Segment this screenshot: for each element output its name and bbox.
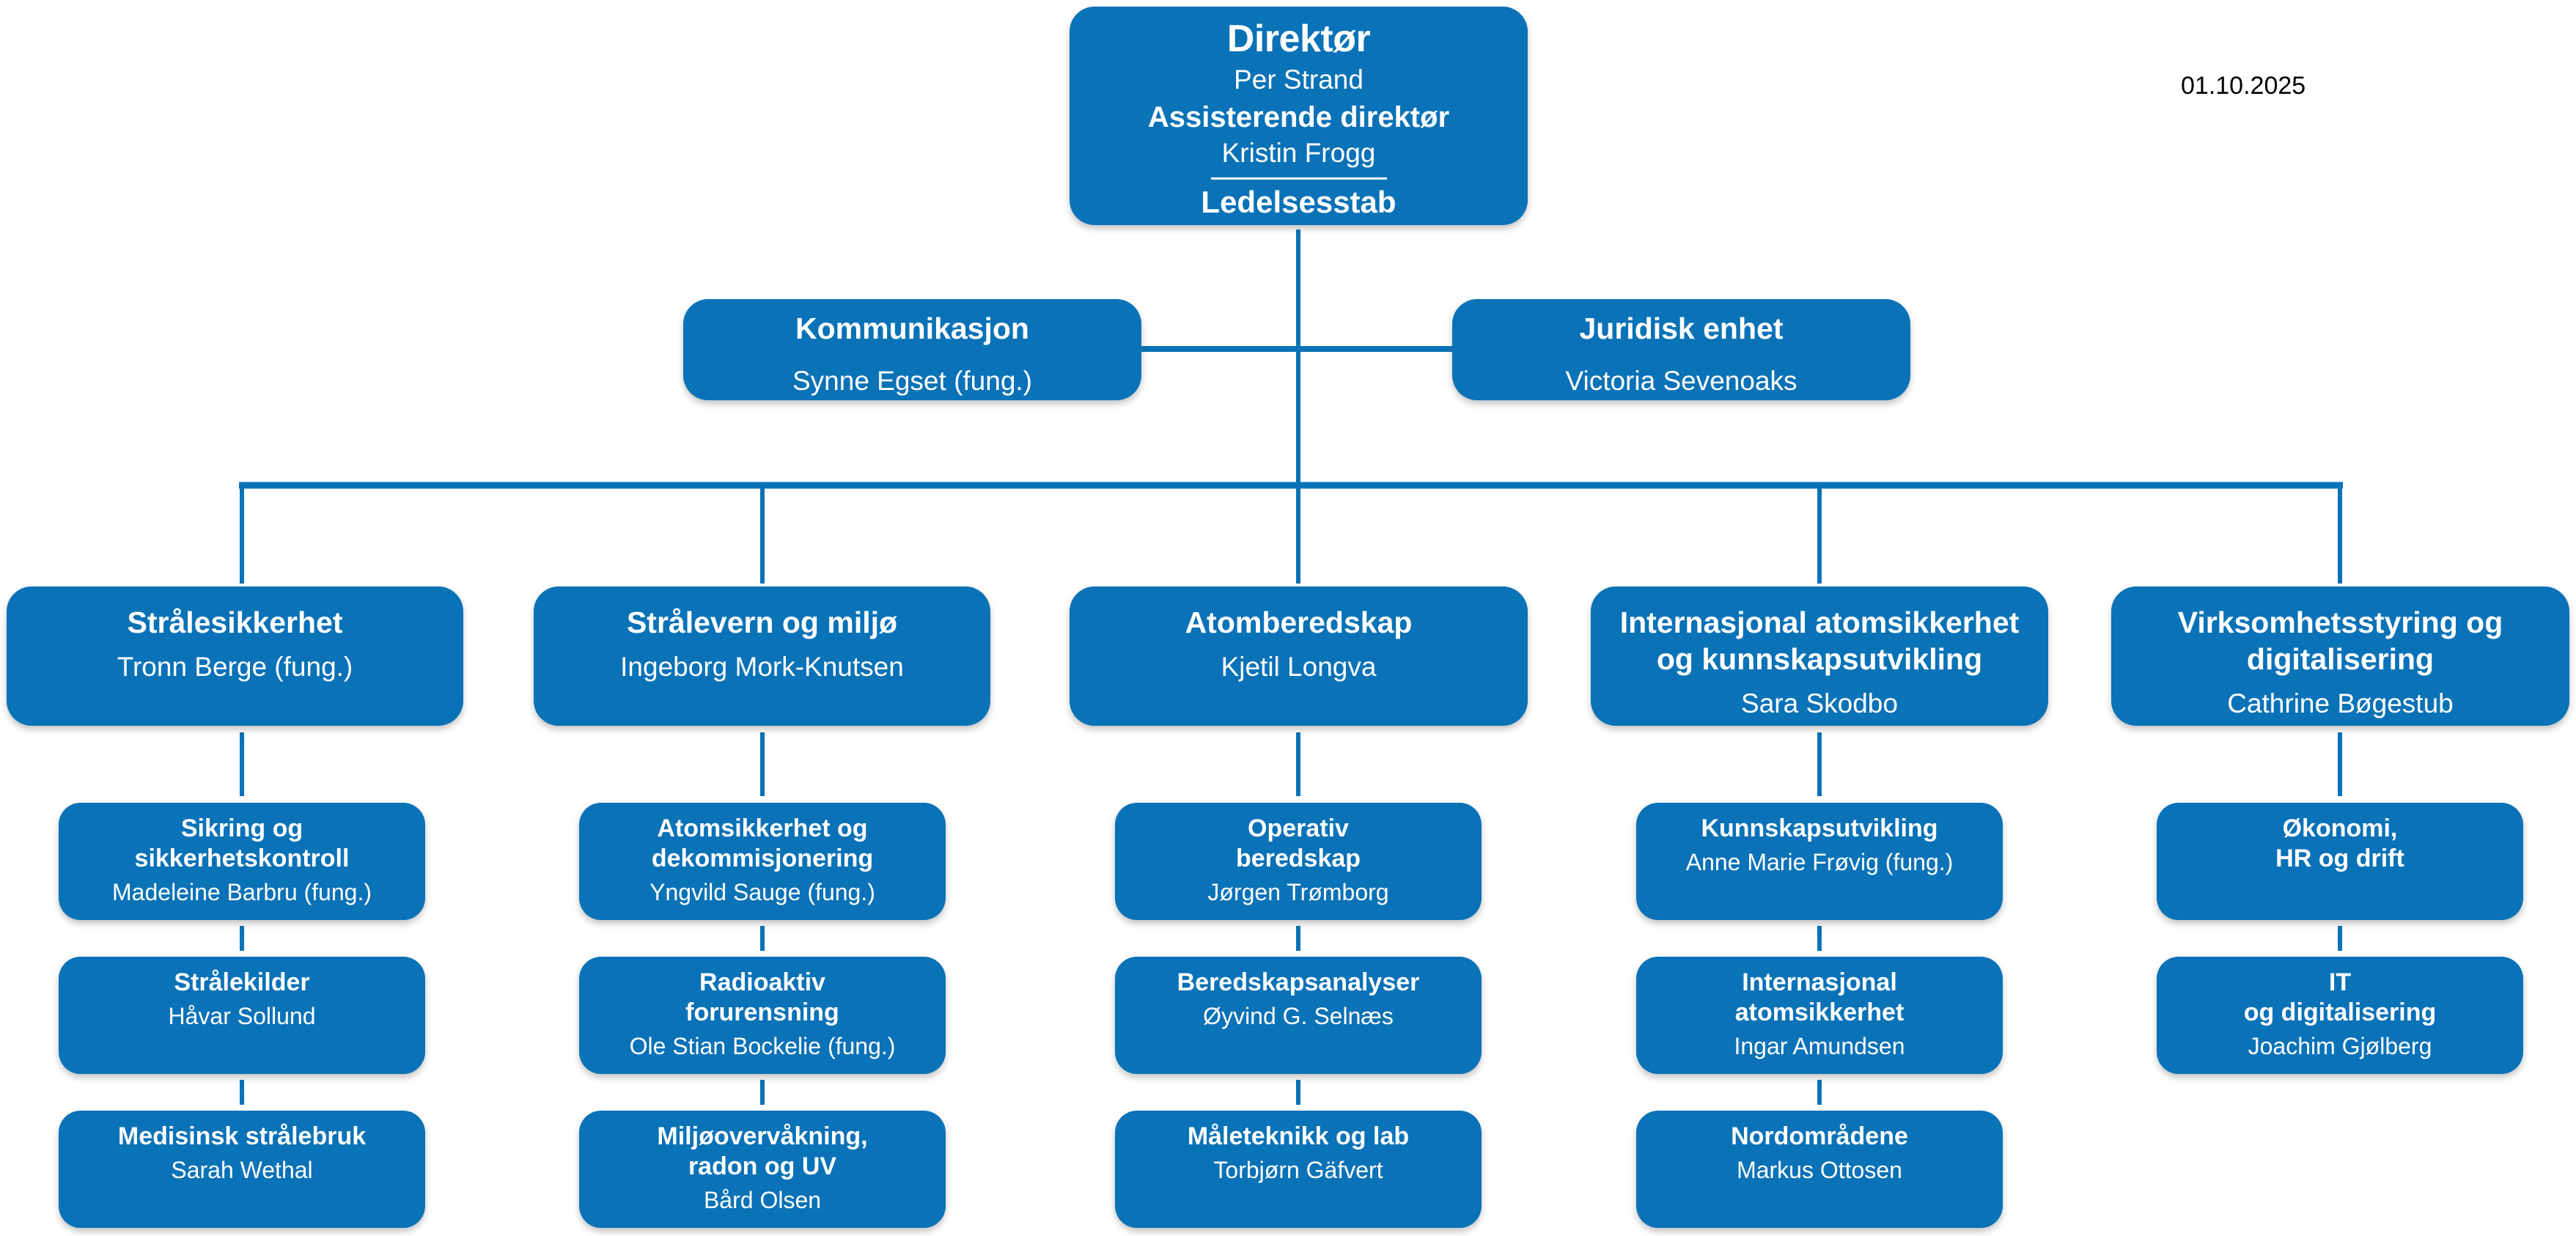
box-manager-name: Ingar Amundsen	[1734, 1033, 1905, 1059]
section-box-okonomi-hr-og-drift: Økonomi, HR og drift	[2157, 803, 2523, 920]
staff-unit-box-kommunikasjon: Kommunikasjon Synne Egset (fung.)	[683, 299, 1141, 400]
direktor-box: Direktør Per Strand Assisterende direktø…	[1070, 7, 1528, 225]
box-manager-name: Victoria Sevenoaks	[1565, 366, 1797, 396]
box-title: Kommunikasjon	[795, 312, 1029, 345]
section-box-atomsikkerhet-og-dekommisjonering: Atomsikkerhet og dekommisjonering Yngvil…	[579, 803, 946, 920]
box-manager-name: Øyvind G. Selnæs	[1203, 1003, 1394, 1029]
section-box-radioaktiv-forurensning: Radioaktiv forurensning Ole Stian Bockel…	[579, 957, 946, 1074]
box-manager-name: Madeleine Barbru (fung.)	[112, 879, 372, 905]
department-box-stralevern-og-miljo: Strålevern og miljø Ingeborg Mork-Knutse…	[534, 586, 990, 726]
box-manager-name: Sara Skodbo	[1741, 688, 1898, 718]
box-manager-name: Kjetil Longva	[1221, 652, 1377, 682]
director-name: Per Strand	[1234, 65, 1364, 95]
box-title: Kunnskapsutvikling	[1701, 814, 1938, 842]
box-manager-name: Ole Stian Bockelie (fung.)	[629, 1033, 896, 1059]
deputy-director-name: Kristin Frogg	[1221, 138, 1376, 168]
box-manager-name: Sarah Wethal	[171, 1157, 313, 1183]
box-title: Operativ beredskap	[1235, 814, 1361, 872]
box-title: Juridisk enhet	[1579, 312, 1784, 345]
staff-unit-box-juridisk-enhet: Juridisk enhet Victoria Sevenoaks	[1452, 299, 1910, 400]
section-box-miljoovervakning-radon-og-uv: Miljøovervåkning, radon og UV Bård Olsen	[579, 1111, 946, 1228]
box-title: Atomberedskap	[1185, 606, 1413, 639]
box-title: Internasjonal atomsikkerhet og kunnskaps…	[1619, 606, 2020, 676]
box-manager-name: Jørgen Trømborg	[1207, 879, 1389, 905]
section-box-beredskapsanalyser: Beredskapsanalyser Øyvind G. Selnæs	[1115, 957, 1482, 1074]
department-box-virksomhetsstyring: Virksomhetsstyring og digitalisering Cat…	[2111, 586, 2569, 726]
box-title: Medisinsk strålebruk	[117, 1122, 367, 1150]
box-title: Beredskapsanalyser	[1177, 968, 1420, 996]
section-box-nordomradene: Nordområdene Markus Ottosen	[1636, 1111, 2003, 1228]
department-box-internasjonal-atomsikkerhet: Internasjonal atomsikkerhet og kunnskaps…	[1591, 586, 2048, 726]
section-box-stralekilder: Strålekilder Håvar Sollund	[59, 957, 425, 1074]
box-title: Atomsikkerhet og dekommisjonering	[651, 814, 874, 872]
box-title: Virksomhetsstyring og digitalisering	[2177, 606, 2503, 676]
section-box-internasjonal-atomsikkerhet: Internasjonal atomsikkerhet Ingar Amunds…	[1636, 957, 2003, 1074]
box-manager-name: Ingeborg Mork-Knutsen	[620, 652, 904, 682]
box-title: Strålekilder	[174, 968, 310, 996]
box-title: Internasjonal atomsikkerhet	[1734, 968, 1905, 1026]
deputy-director-title: Assisterende direktør	[1147, 101, 1450, 133]
director-title: Direktør	[1226, 18, 1371, 60]
section-box-maleteknikk-og-lab: Måleteknikk og lab Torbjørn Gäfvert	[1115, 1111, 1482, 1228]
box-title: Nordområdene	[1731, 1122, 1908, 1150]
department-box-atomberedskap: Atomberedskap Kjetil Longva	[1070, 586, 1528, 726]
section-box-kunnskapsutvikling: Kunnskapsutvikling Anne Marie Frøvig (fu…	[1636, 803, 2003, 920]
box-title: Strålesikkerhet	[127, 606, 343, 639]
box-manager-name: Cathrine Bøgestub	[2227, 688, 2454, 718]
department-box-stralesikkerhet: Strålesikkerhet Tronn Berge (fung.)	[7, 586, 463, 726]
section-box-sikring-og-sikkerhetskontroll: Sikring og sikkerhetskontroll Madeleine …	[59, 803, 425, 920]
box-title: Sikring og sikkerhetskontroll	[134, 814, 350, 872]
box-title: Måleteknikk og lab	[1187, 1122, 1410, 1150]
box-manager-name: Joachim Gjølberg	[2248, 1033, 2432, 1059]
date-label: 01.10.2025	[2181, 72, 2306, 100]
box-manager-name: Anne Marie Frøvig (fung.)	[1685, 849, 1954, 875]
leadership-staff-label: Ledelsesstab	[1201, 185, 1396, 219]
box-manager-name: Synne Egset (fung.)	[792, 366, 1033, 396]
section-box-it-og-digitalisering: IT og digitalisering Joachim Gjølberg	[2157, 957, 2523, 1074]
section-box-medisinsk-stralebruk: Medisinsk strålebruk Sarah Wethal	[59, 1111, 425, 1228]
box-manager-name: Markus Ottosen	[1737, 1157, 1902, 1183]
box-manager-name: Tronn Berge (fung.)	[117, 652, 353, 682]
box-manager-name: Bård Olsen	[703, 1187, 822, 1213]
box-title: Økonomi, HR og drift	[2275, 814, 2404, 872]
box-manager-name: Håvar Sollund	[168, 1003, 316, 1029]
box-manager-name: Torbjørn Gäfvert	[1213, 1157, 1383, 1183]
box-title: IT og digitalisering	[2243, 968, 2437, 1026]
box-manager-name: Yngvild Sauge (fung.)	[649, 879, 875, 905]
section-box-operativ-beredskap: Operativ beredskap Jørgen Trømborg	[1115, 803, 1482, 920]
box-title: Strålevern og miljø	[626, 606, 898, 639]
box-title: Radioaktiv forurensning	[685, 968, 839, 1026]
box-title: Miljøovervåkning, radon og UV	[657, 1122, 868, 1180]
divider-line	[1210, 177, 1387, 180]
